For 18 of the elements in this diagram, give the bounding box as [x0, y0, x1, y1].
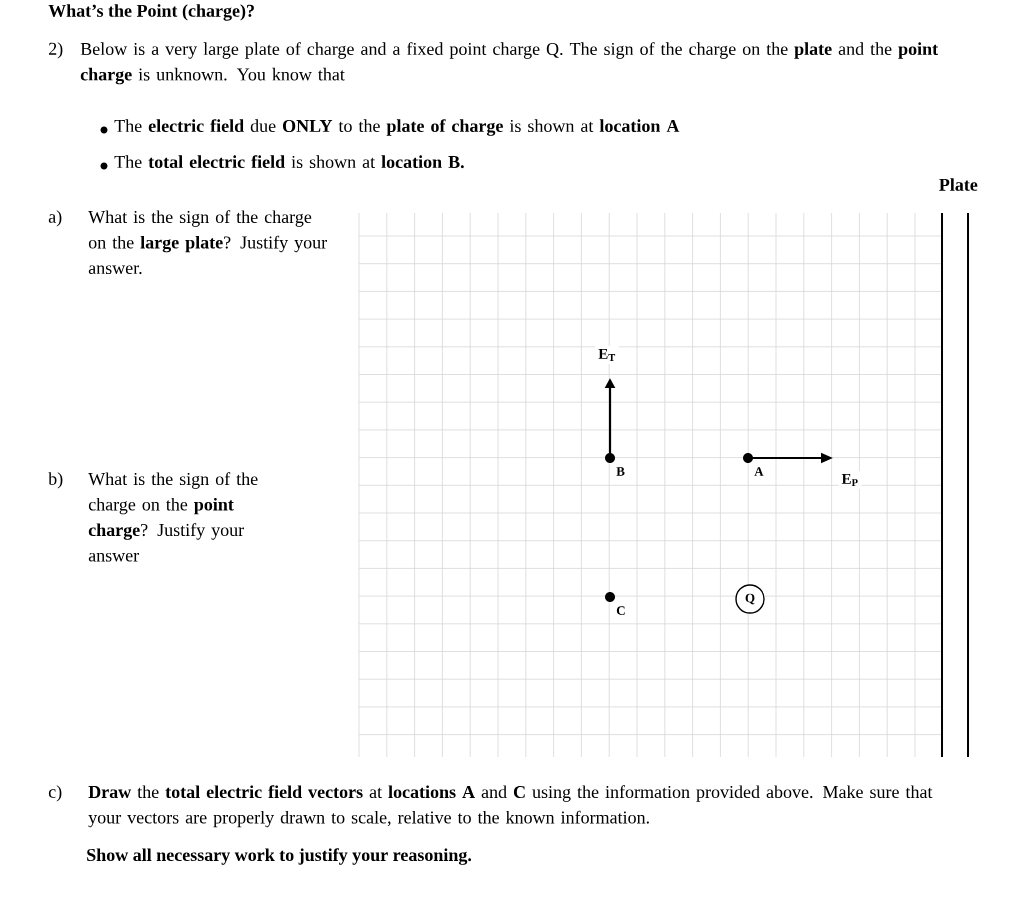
question-text: What is the sign of the charge on the large plate? Justify your answer.: [88, 210, 327, 275]
part-letter: b): [48, 472, 63, 489]
vector-label: E$_{T}$: [595, 346, 619, 364]
question-text: What is the sign of the charge on the point charge? Justify your answer: [88, 472, 258, 562]
part-letter: c): [48, 785, 62, 802]
question-text: Below is a very large plate of charge and a fixed point charge Q. The sign of the charge on the plate and the point charge is unknown. You know that: [80, 42, 939, 85]
bullet-text: The total electric field is shown at location B.: [114, 155, 464, 169]
point-label: A: [753, 466, 765, 477]
instruction-text: Show all necessary work to justify your reasoning.: [87, 848, 472, 865]
question-text: Draw the total electric field vectors at locations A and C using the information provided above. Make sure that your vectors are properly drawn to scale, relative to the known information.: [88, 785, 933, 828]
question-number: 2): [49, 42, 63, 59]
part-letter: a): [48, 210, 62, 227]
bullet-text: The electric field due ONLY to the plate of charge is shown at location A: [114, 119, 680, 136]
vector-label: E$_{P}$: [838, 471, 862, 489]
title: What’s the Point (charge)?: [48, 4, 254, 21]
point-label: B: [615, 466, 626, 477]
plate-label: Plate: [939, 178, 978, 191]
point-label: C: [615, 605, 627, 616]
